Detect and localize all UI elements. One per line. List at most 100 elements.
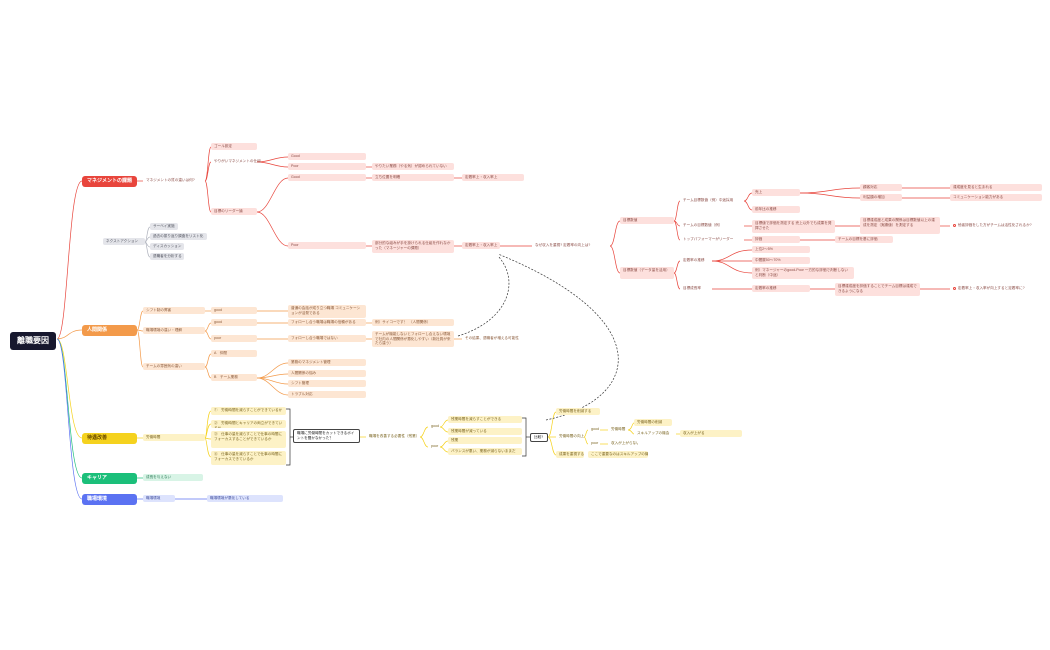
- poor-a-note[interactable]: やりたい業務（やる気）が認められていない: [372, 163, 454, 170]
- link-root-compensation: [56, 338, 83, 439]
- poor-b-note[interactable]: 部分的な組みが手を掛けられる仕組を作れなかった（マネージャーの課題）: [372, 240, 454, 253]
- motivation[interactable]: やりがいマネジメントの仕組: [214, 159, 261, 164]
- comp-reason-1[interactable]: ① 労働時間を減らすことができているか: [211, 407, 286, 415]
- branch-career[interactable]: キャリア: [82, 473, 137, 484]
- sales[interactable]: 売上: [752, 189, 800, 196]
- poor-result[interactable]: その結果、退職者が増える可能性: [465, 336, 519, 341]
- branch-compensation[interactable]: 待遇改善: [82, 433, 137, 444]
- next-action-3[interactable]: ディスカッション: [150, 243, 184, 250]
- retention-2[interactable]: 定着率の推移: [752, 285, 810, 292]
- branch-management[interactable]: マネジメントの課題: [82, 176, 137, 187]
- comp-result-3[interactable]: 成果を重視する: [556, 451, 584, 458]
- next-action-label[interactable]: ネクストアクション: [103, 238, 145, 245]
- question-why[interactable]: なぜ収入を重視? 定着率の向上は?: [535, 243, 591, 248]
- bracket-compensation: [286, 408, 291, 466]
- data-goal[interactable]: 目標数値: [620, 217, 674, 224]
- follow-result[interactable]: 例）サイコーです！ （人間関係）: [372, 319, 454, 326]
- comp-compare[interactable]: 比較?: [530, 433, 548, 442]
- comp-reason-3[interactable]: ③ 仕事の量を減らすことで仕事の時間にフォーカスすることができているか: [211, 431, 286, 448]
- team-quality[interactable]: チーム目標数値（例）中途採用: [683, 198, 734, 203]
- comp-question[interactable]: 職場に労働時間をカットできるポイントを聞かなかった？: [293, 429, 360, 443]
- next-action-4[interactable]: 退職者を分析する: [150, 253, 184, 260]
- profit-goal2[interactable]: 前年比の推移: [752, 206, 800, 213]
- comm-issue[interactable]: 職場環境の違い・理解: [143, 327, 205, 334]
- mid-ratio[interactable]: 中間層50〜70%: [752, 257, 810, 264]
- comp-good-result-sub[interactable]: 労働時間: [611, 427, 626, 432]
- poor-note[interactable]: フォローし合う職場ではない: [288, 335, 366, 342]
- team-sync[interactable]: チームの目標を基に評価: [835, 236, 893, 243]
- management-sub[interactable]: マネジメントの質の違いは何?: [146, 178, 195, 183]
- mood-a[interactable]: A 仲間: [211, 350, 257, 357]
- environment-note[interactable]: 職場環境が悪化している: [207, 495, 283, 502]
- good-note[interactable]: 普通の会話が成り立つ職場 コミュニケーションが活発である: [288, 305, 366, 318]
- shift-issue[interactable]: シフト制の弊害: [143, 307, 205, 314]
- kpi-note[interactable]: 目標達成度を評価することでチーム目標は達成できるようになる: [835, 283, 920, 296]
- comp-good-result-note[interactable]: 労働時間の削減: [634, 419, 672, 426]
- comp-poor-result[interactable]: poor: [591, 441, 599, 446]
- comp-poor-result-sub[interactable]: 収入が上がらない: [611, 441, 638, 446]
- goal-setting[interactable]: ゴール設定: [211, 143, 257, 150]
- poor-detail[interactable]: チームが機能しないとフォローし合えない環境で社内の人間関係が悪化しやすい（新社員…: [372, 331, 454, 347]
- next-action-2[interactable]: 過去の振り返り調査をリスト化: [150, 233, 207, 240]
- branch-environment[interactable]: 職場環境: [82, 494, 137, 505]
- team-mood[interactable]: チームの雰囲気の違い: [143, 363, 205, 370]
- marker-icon: [953, 286, 957, 291]
- comp-poor-1[interactable]: 残業: [448, 437, 522, 444]
- comp-reason-4[interactable]: ④ 仕事の量を減らすことで仕事の時間にフォーカスできているか: [211, 451, 286, 465]
- mood-sub-4[interactable]: トラブル対応: [288, 391, 366, 398]
- good-label[interactable]: good: [211, 307, 257, 314]
- low-ratio[interactable]: 例）マネージャーのgood-Poor 一方的な評価で判断しないと判断（中途）: [752, 267, 854, 279]
- comp-result-2[interactable]: 労働時間の向上: [559, 434, 584, 439]
- top-player[interactable]: トップパフォーマーがリーダー: [683, 237, 734, 242]
- poor-a[interactable]: Poor: [288, 163, 366, 170]
- retention[interactable]: 定着率の推移: [683, 258, 705, 263]
- comp-good-2[interactable]: 残業時間が減っている: [448, 428, 522, 435]
- data-goal-sub[interactable]: 目標数値（データ量を活用）: [620, 267, 674, 279]
- comp-main-cause[interactable]: 職場を改善する必要性（残業）: [369, 434, 420, 439]
- comp-good-result-note3[interactable]: 収入が上がる: [680, 430, 742, 437]
- comp-good-result-note2[interactable]: スキルアップの機会: [637, 431, 670, 436]
- customers[interactable]: 顧客対応: [860, 184, 902, 191]
- good-a[interactable]: Good: [288, 153, 366, 160]
- comp-reason-2[interactable]: ② 労働時間とキャリアの両立ができているか: [211, 420, 286, 428]
- good-b[interactable]: Good: [288, 174, 366, 181]
- career-sub[interactable]: 成長を与えない: [143, 474, 203, 481]
- environment-sub[interactable]: 職場環境: [143, 495, 175, 502]
- poor-b-result[interactable]: 定着率上・収入率上: [462, 242, 500, 249]
- bracket-compare: [522, 417, 527, 457]
- comp-main[interactable]: 労働時間: [143, 434, 205, 441]
- communication[interactable]: コミュニケーション能力がある: [950, 194, 1042, 201]
- poor-label[interactable]: poor: [211, 335, 257, 342]
- follow-label[interactable]: good: [211, 319, 257, 326]
- comp-result-1[interactable]: 労働時間を削減する: [556, 408, 600, 415]
- comp-good-result[interactable]: good: [591, 427, 599, 432]
- cross-link-compensation: [497, 253, 619, 421]
- mood-sub-1[interactable]: 業務のマネジメント管理: [288, 359, 366, 366]
- good-b-result[interactable]: 定着率上・収入率上: [462, 174, 524, 181]
- note-right[interactable]: 目標達成度と成果の関係は目標数値以上の達成を測定（実績値）を測定する: [860, 217, 940, 234]
- team-kpi[interactable]: 目標成長率: [683, 286, 701, 291]
- follow-note[interactable]: フォローし合う職場は職場の信頼がある: [288, 319, 366, 326]
- mood-b[interactable]: B チーム業務: [211, 374, 257, 381]
- evaluation[interactable]: 評価: [752, 236, 800, 243]
- good-b-note[interactable]: 立ち位置を明確: [372, 174, 454, 181]
- profit-goal[interactable]: 利益額の増加: [860, 194, 902, 201]
- next-action-1[interactable]: サーベイ実施: [150, 223, 178, 230]
- team-lead[interactable]: 目標のリーダー論: [211, 208, 257, 215]
- achievement[interactable]: 達成度を見ると生まれる: [950, 184, 1042, 191]
- conclusion[interactable]: 他者評価をした方がチームは活性化されるか?: [950, 222, 1044, 229]
- top-ratio[interactable]: 上位2〜5%: [752, 246, 810, 253]
- comp-good-1[interactable]: 残業時間を減らすことができる: [448, 416, 522, 423]
- root-topic[interactable]: 離職要因: [10, 332, 56, 350]
- data-sample[interactable]: チームの目標数値（例）: [683, 223, 723, 228]
- comp-poor[interactable]: poor: [431, 444, 439, 449]
- comp-bottom[interactable]: ここで重要なのはスキルアップの機会: [588, 451, 648, 458]
- branch-relations[interactable]: 人間関係: [82, 325, 137, 336]
- mood-sub-2[interactable]: 人間関係の悩み: [288, 370, 366, 377]
- kpi-conclusion[interactable]: 定着率上・収入率が向上すると定着率に?: [950, 285, 1044, 292]
- comp-poor-2[interactable]: バランスが悪い、業務が減らないままだ: [448, 448, 522, 455]
- comp-good[interactable]: good: [431, 424, 439, 429]
- poor-b[interactable]: Poor: [288, 242, 366, 249]
- mood-sub-3[interactable]: シフト管理: [288, 380, 366, 387]
- data-sample-note[interactable]: 目標値で評価を測定する 売上以外でも成果を発揮させた: [752, 220, 835, 233]
